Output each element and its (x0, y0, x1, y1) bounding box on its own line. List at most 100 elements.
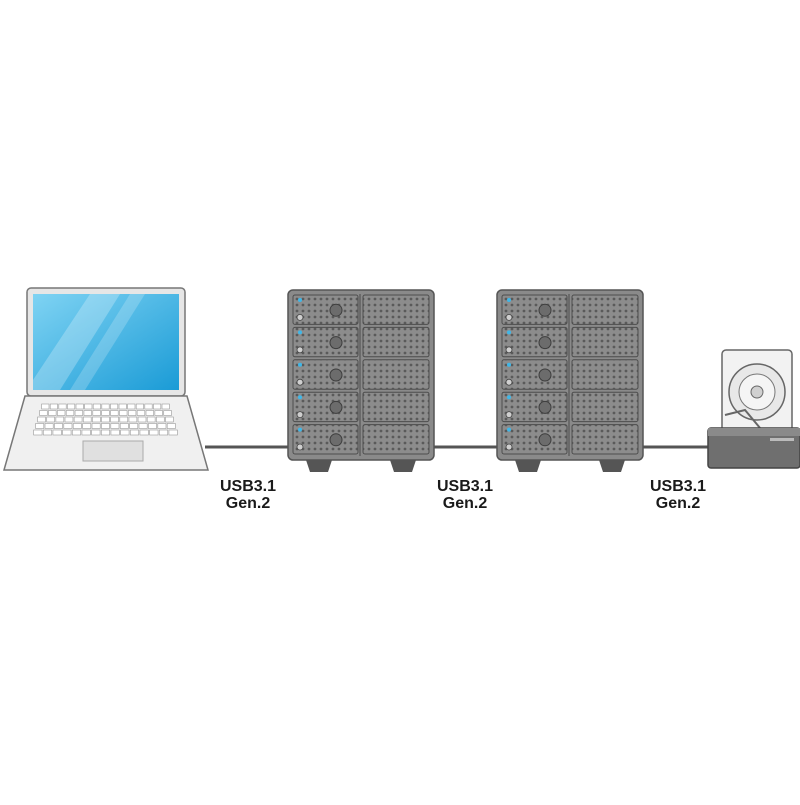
tray-lock-icon (329, 400, 343, 414)
connection-label-2: USB3.1 Gen.2 (420, 478, 510, 512)
laptop-icon (3, 287, 209, 471)
enclosure-foot (599, 460, 625, 472)
key (149, 429, 159, 436)
drive-tray (501, 359, 568, 390)
key (55, 416, 65, 423)
tray-lock-icon (538, 336, 552, 350)
drive-tray (292, 391, 359, 423)
status-led-icon (507, 395, 511, 400)
key (137, 416, 147, 423)
key (158, 429, 169, 436)
status-led-icon (298, 330, 302, 335)
key (119, 423, 129, 429)
key (92, 410, 101, 416)
key (84, 403, 93, 410)
key (148, 423, 157, 429)
key (67, 403, 76, 410)
laptop-touchpad (82, 440, 144, 462)
drive-tray (292, 294, 359, 325)
key (139, 429, 149, 436)
power-button-icon (505, 443, 513, 451)
key (101, 403, 110, 410)
key (127, 403, 136, 410)
key (101, 423, 110, 429)
connection-label-3: USB3.1 Gen.2 (633, 478, 723, 512)
key (110, 403, 119, 410)
key (48, 410, 57, 416)
connection-label-3-line2: Gen.2 (655, 495, 701, 512)
key (153, 403, 162, 410)
tray-lock-icon (329, 368, 343, 382)
tray-lock-icon (538, 368, 552, 382)
connection-label-2-line1: USB3.1 (436, 478, 494, 495)
connection-label-3-line1: USB3.1 (649, 478, 707, 495)
key (91, 429, 101, 436)
key (154, 410, 163, 416)
status-led-icon (298, 298, 302, 302)
key (49, 403, 58, 410)
key (92, 416, 101, 423)
connection-label-1-line1: USB3.1 (219, 478, 277, 495)
key (46, 416, 55, 423)
key (72, 423, 82, 429)
status-led-icon (507, 330, 511, 335)
key (119, 416, 129, 423)
key (157, 423, 167, 429)
drive-tray (362, 391, 430, 423)
key (62, 429, 72, 436)
key (58, 403, 67, 410)
key (127, 410, 137, 416)
key (128, 416, 138, 423)
drive-tray (292, 424, 359, 455)
key (71, 429, 82, 436)
power-button-icon (296, 443, 304, 451)
drive-tray (292, 359, 359, 390)
power-button-icon (505, 313, 513, 321)
key (110, 429, 120, 436)
key (44, 423, 54, 429)
key (101, 416, 110, 423)
connection-label-1-line2: Gen.2 (225, 495, 271, 512)
key (156, 416, 165, 423)
key (54, 423, 63, 429)
key (146, 416, 156, 423)
key (52, 429, 62, 436)
power-button-icon (296, 378, 304, 386)
key (101, 410, 110, 416)
enclosure-2 (496, 289, 644, 472)
key (83, 410, 92, 416)
key (145, 410, 154, 416)
tray-lock-icon (329, 433, 343, 447)
power-button-icon (505, 411, 513, 418)
key (81, 429, 91, 436)
key (161, 403, 170, 410)
drive-tray (501, 391, 568, 423)
key (92, 403, 101, 410)
key (63, 423, 73, 429)
connection-label-2-line2: Gen.2 (442, 495, 488, 512)
key (33, 429, 43, 436)
status-led-icon (298, 427, 302, 432)
drive-tray (292, 326, 359, 358)
drive-tray (501, 424, 568, 455)
key (75, 403, 84, 410)
key (42, 429, 53, 436)
key (136, 410, 146, 416)
key (57, 410, 66, 416)
key (82, 423, 92, 429)
power-button-icon (505, 346, 513, 354)
enclosure-foot (515, 460, 541, 472)
power-button-icon (505, 378, 513, 386)
tray-lock-icon (329, 336, 343, 350)
key (120, 429, 130, 436)
key (166, 423, 176, 429)
key (110, 423, 120, 429)
status-led-icon (507, 298, 511, 302)
key (35, 423, 45, 429)
drive-tray (571, 359, 639, 390)
drive-tray (501, 294, 568, 325)
connection-label-1: USB3.1 Gen.2 (203, 478, 293, 512)
key (82, 416, 92, 423)
tray-lock-icon (538, 433, 552, 447)
tray-lock-icon (538, 400, 552, 414)
